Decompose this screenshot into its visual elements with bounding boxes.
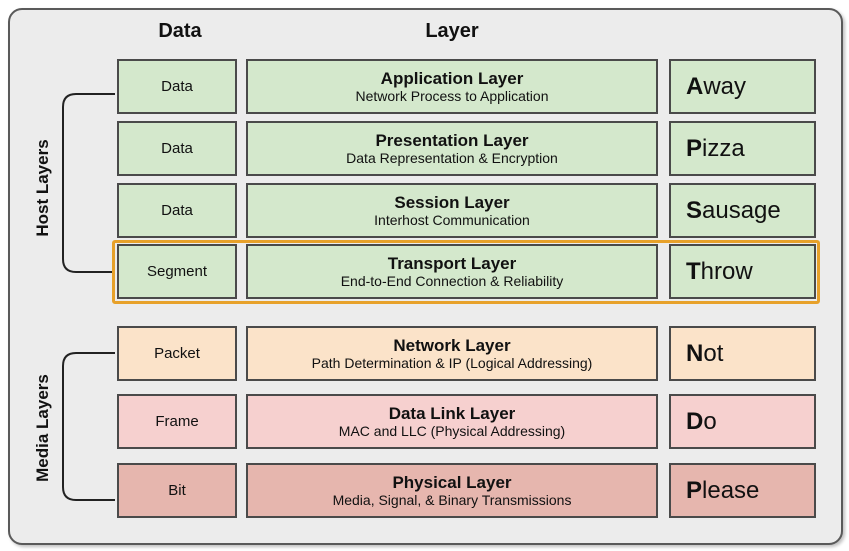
layer-name: Presentation Layer (375, 130, 529, 150)
pdu-cell-physical-layer: Bit (117, 463, 237, 518)
mnemonic-cell-application-layer: Away (669, 59, 816, 114)
mnemonic-initial: P (686, 134, 703, 162)
pdu-cell-application-layer: Data (117, 59, 237, 114)
layer-description: Media, Signal, & Binary Transmissions (332, 491, 572, 508)
media-bracket (62, 352, 115, 501)
mnemonic-initial: T (686, 257, 701, 285)
mnemonic-rest: hrow (700, 257, 753, 285)
mnemonic-word: Sausage (686, 197, 781, 225)
layer-description: Interhost Communication (374, 211, 530, 228)
data-column-header: Data (158, 20, 202, 42)
mnemonic-rest: ausage (702, 196, 781, 224)
layer-description: Path Determination & IP (Logical Address… (311, 354, 593, 371)
pdu-label: Segment (146, 263, 208, 280)
pdu-label: Frame (155, 413, 199, 430)
mnemonic-word: Do (686, 408, 717, 436)
layer-name: Network Layer (393, 335, 511, 355)
mnemonic-cell-transport-layer: Throw (669, 244, 816, 299)
host-bracket (62, 93, 115, 273)
pdu-label: Packet (154, 345, 200, 362)
pdu-cell-data-link-layer: Frame (117, 394, 237, 449)
pdu-cell-session-layer: Data (117, 183, 237, 238)
pdu-label: Data (161, 202, 193, 219)
mnemonic-rest: izza (702, 134, 745, 162)
layer-name: Data Link Layer (388, 403, 516, 423)
mnemonic-initial: S (686, 196, 703, 224)
mnemonic-initial: D (686, 407, 704, 435)
mnemonic-word: Pizza (686, 135, 745, 163)
layer-column-header: Layer (425, 20, 479, 42)
layer-description: Network Process to Application (355, 87, 549, 104)
pdu-label: Bit (168, 482, 186, 499)
mnemonic-word: Not (686, 340, 723, 368)
mnemonic-cell-physical-layer: Please (669, 463, 816, 518)
host-layers-label: Host Layers (33, 139, 52, 237)
mnemonic-cell-session-layer: Sausage (669, 183, 816, 238)
mnemonic-rest: ot (703, 339, 724, 367)
layer-name: Transport Layer (387, 253, 517, 273)
layer-name: Session Layer (394, 192, 510, 212)
mnemonic-cell-data-link-layer: Do (669, 394, 816, 449)
mnemonic-rest: way (703, 72, 747, 100)
mnemonic-word: Throw (686, 258, 753, 286)
mnemonic-cell-presentation-layer: Pizza (669, 121, 816, 176)
layer-name: Application Layer (380, 68, 524, 88)
layer-description: Data Representation & Encryption (346, 149, 558, 166)
pdu-label: Data (161, 140, 193, 157)
mnemonic-initial: P (686, 476, 703, 504)
pdu-cell-transport-layer: Segment (117, 244, 237, 299)
transport-highlight (112, 240, 820, 304)
pdu-label: Data (161, 78, 193, 95)
layer-description: End-to-End Connection & Reliability (340, 272, 564, 289)
mnemonic-initial: A (686, 72, 704, 100)
layer-description: MAC and LLC (Physical Addressing) (338, 422, 566, 439)
mnemonic-cell-network-layer: Not (669, 326, 816, 381)
mnemonic-word: Please (686, 477, 759, 505)
pdu-cell-network-layer: Packet (117, 326, 237, 381)
media-layers-label: Media Layers (33, 374, 52, 482)
mnemonic-rest: o (703, 407, 717, 435)
mnemonic-word: Away (686, 73, 746, 101)
pdu-cell-presentation-layer: Data (117, 121, 237, 176)
layer-name: Physical Layer (392, 472, 512, 492)
mnemonic-rest: lease (702, 476, 760, 504)
mnemonic-initial: N (686, 339, 704, 367)
